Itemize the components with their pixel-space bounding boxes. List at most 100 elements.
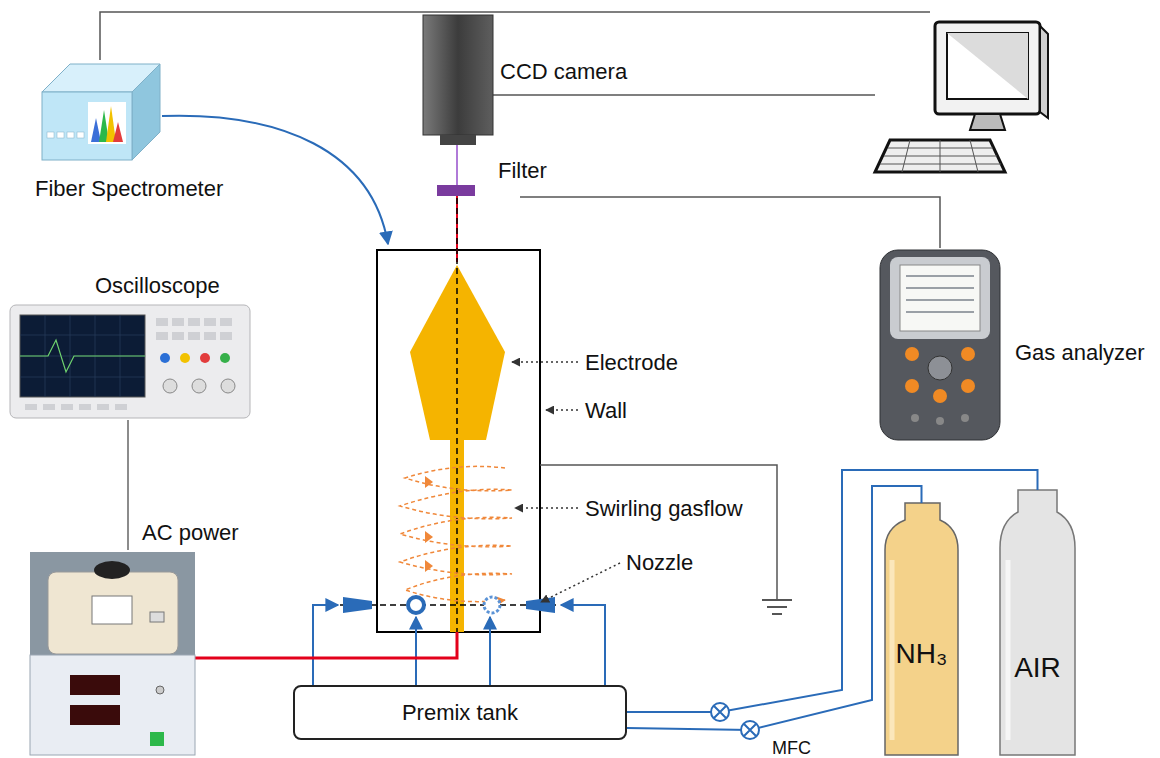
oscilloscope-icon [20,315,145,397]
gas-analyzer-icon [928,356,952,380]
ccd-camera-body [423,15,493,145]
signal-wire [100,12,940,248]
oscilloscope-icon [10,305,250,418]
mass-flow-controller [744,724,756,736]
gas-analyzer-icon [911,414,919,422]
gas-analyzer-icon [900,265,980,331]
node-label: NH₃ [885,638,958,670]
spectrometer-icon: Fiber Spectrometer [40,60,162,164]
computer-icon [875,22,1048,172]
node-label: Oscilloscope [95,273,220,298]
spectrometer-icon [42,92,132,160]
ac-power-photo [30,552,195,755]
spectrometer-icon [132,64,160,160]
signal-wire [100,12,930,60]
ccd-camera-body [423,15,493,135]
computer-icon [935,22,1040,114]
nozzle [526,597,555,613]
gas-analyzer-icon [890,257,990,339]
spectrometer-icon [47,132,84,138]
feed-line [313,605,338,685]
oscilloscope-icon [188,332,200,340]
center-axis [456,198,458,632]
oscilloscope-icon [115,404,127,410]
node-label: AIR [1000,652,1075,684]
gas-analyzer-icon [906,276,974,312]
computer-icon [947,33,1028,99]
node-label: Premix tank [402,700,518,725]
swirl-flow [425,560,433,572]
oscilloscope-icon [192,379,206,393]
ac-power-photo [48,572,178,654]
feed-line [489,617,491,685]
oscilloscope-icon [163,379,177,393]
oscilloscope-icon [220,353,230,363]
oscilloscope-icon [188,318,200,326]
oscilloscope-icon [97,404,109,410]
oscilloscope-icon [220,318,232,326]
ground-wire [762,600,792,614]
callout-leader [512,361,578,363]
callout-leader [515,507,578,509]
mass-flow-controller [711,703,759,739]
oscilloscope-icon [25,404,37,410]
swirl-flow [425,476,433,488]
oscilloscope-icon [200,353,210,363]
gas-line [127,420,129,550]
spectrometer-icon [77,132,84,138]
oscilloscope-icon [20,315,145,397]
spectrometer-icon [57,132,64,138]
ccd-camera: CCD camera [423,15,493,145]
ground-wire [540,465,792,614]
gas-cylinder [1000,490,1075,755]
oscilloscope-icon [160,353,170,363]
spectrometer-icon [88,102,126,144]
oscilloscope-icon: Oscilloscope [10,305,250,420]
gas-analyzer-icon [905,347,919,361]
gas-analyzer-icon [961,414,969,422]
mass-flow-controller [741,721,759,739]
gas-analyzer-icon [880,250,1000,440]
oscilloscope-icon [25,318,232,410]
spectrometer-icon [47,132,54,138]
ac-power-photo [30,552,195,755]
feed-line [313,605,605,685]
callout-label: Electrode [585,350,678,375]
oscilloscope-icon [220,332,232,340]
callout-label: Wall [585,398,627,423]
optical-filter [437,185,475,196]
nozzle-port [408,597,424,613]
part-label: Filter [498,158,547,183]
combustor-wall [377,250,540,632]
swirl-flow [425,531,433,543]
ac-power-photo [30,655,195,755]
gas-analyzer-icon [961,347,975,361]
node-label: Fiber Spectrometer [35,176,223,201]
computer-icon [970,114,1005,130]
computer-icon [947,33,1028,99]
oscilloscope-icon [180,353,190,363]
oscilloscope-icon [10,305,250,418]
oscilloscope-icon [43,404,55,410]
callout-leader [546,409,578,411]
gas-cylinder [885,490,1075,755]
ac-power-photo [150,612,164,622]
nozzle-port [484,597,500,613]
ac-power-photo [70,705,120,725]
callout-leader [541,563,620,602]
mass-flow-controller [711,703,729,721]
mass-flow-controller [714,706,726,718]
computer-icon [875,140,1005,172]
ccd-camera-body [440,135,476,145]
spectrometer-icon [42,64,160,160]
callout-label: Swirling gasflow [585,496,743,521]
swirl-flow [400,466,512,601]
oscilloscope-icon [61,404,73,410]
ac-power-photo [70,675,120,695]
nh3-cylinder: NH₃ [885,503,958,755]
node-label: CCD camera [500,59,627,84]
high-voltage-wire [195,632,457,658]
ac-power-photo [156,686,164,694]
